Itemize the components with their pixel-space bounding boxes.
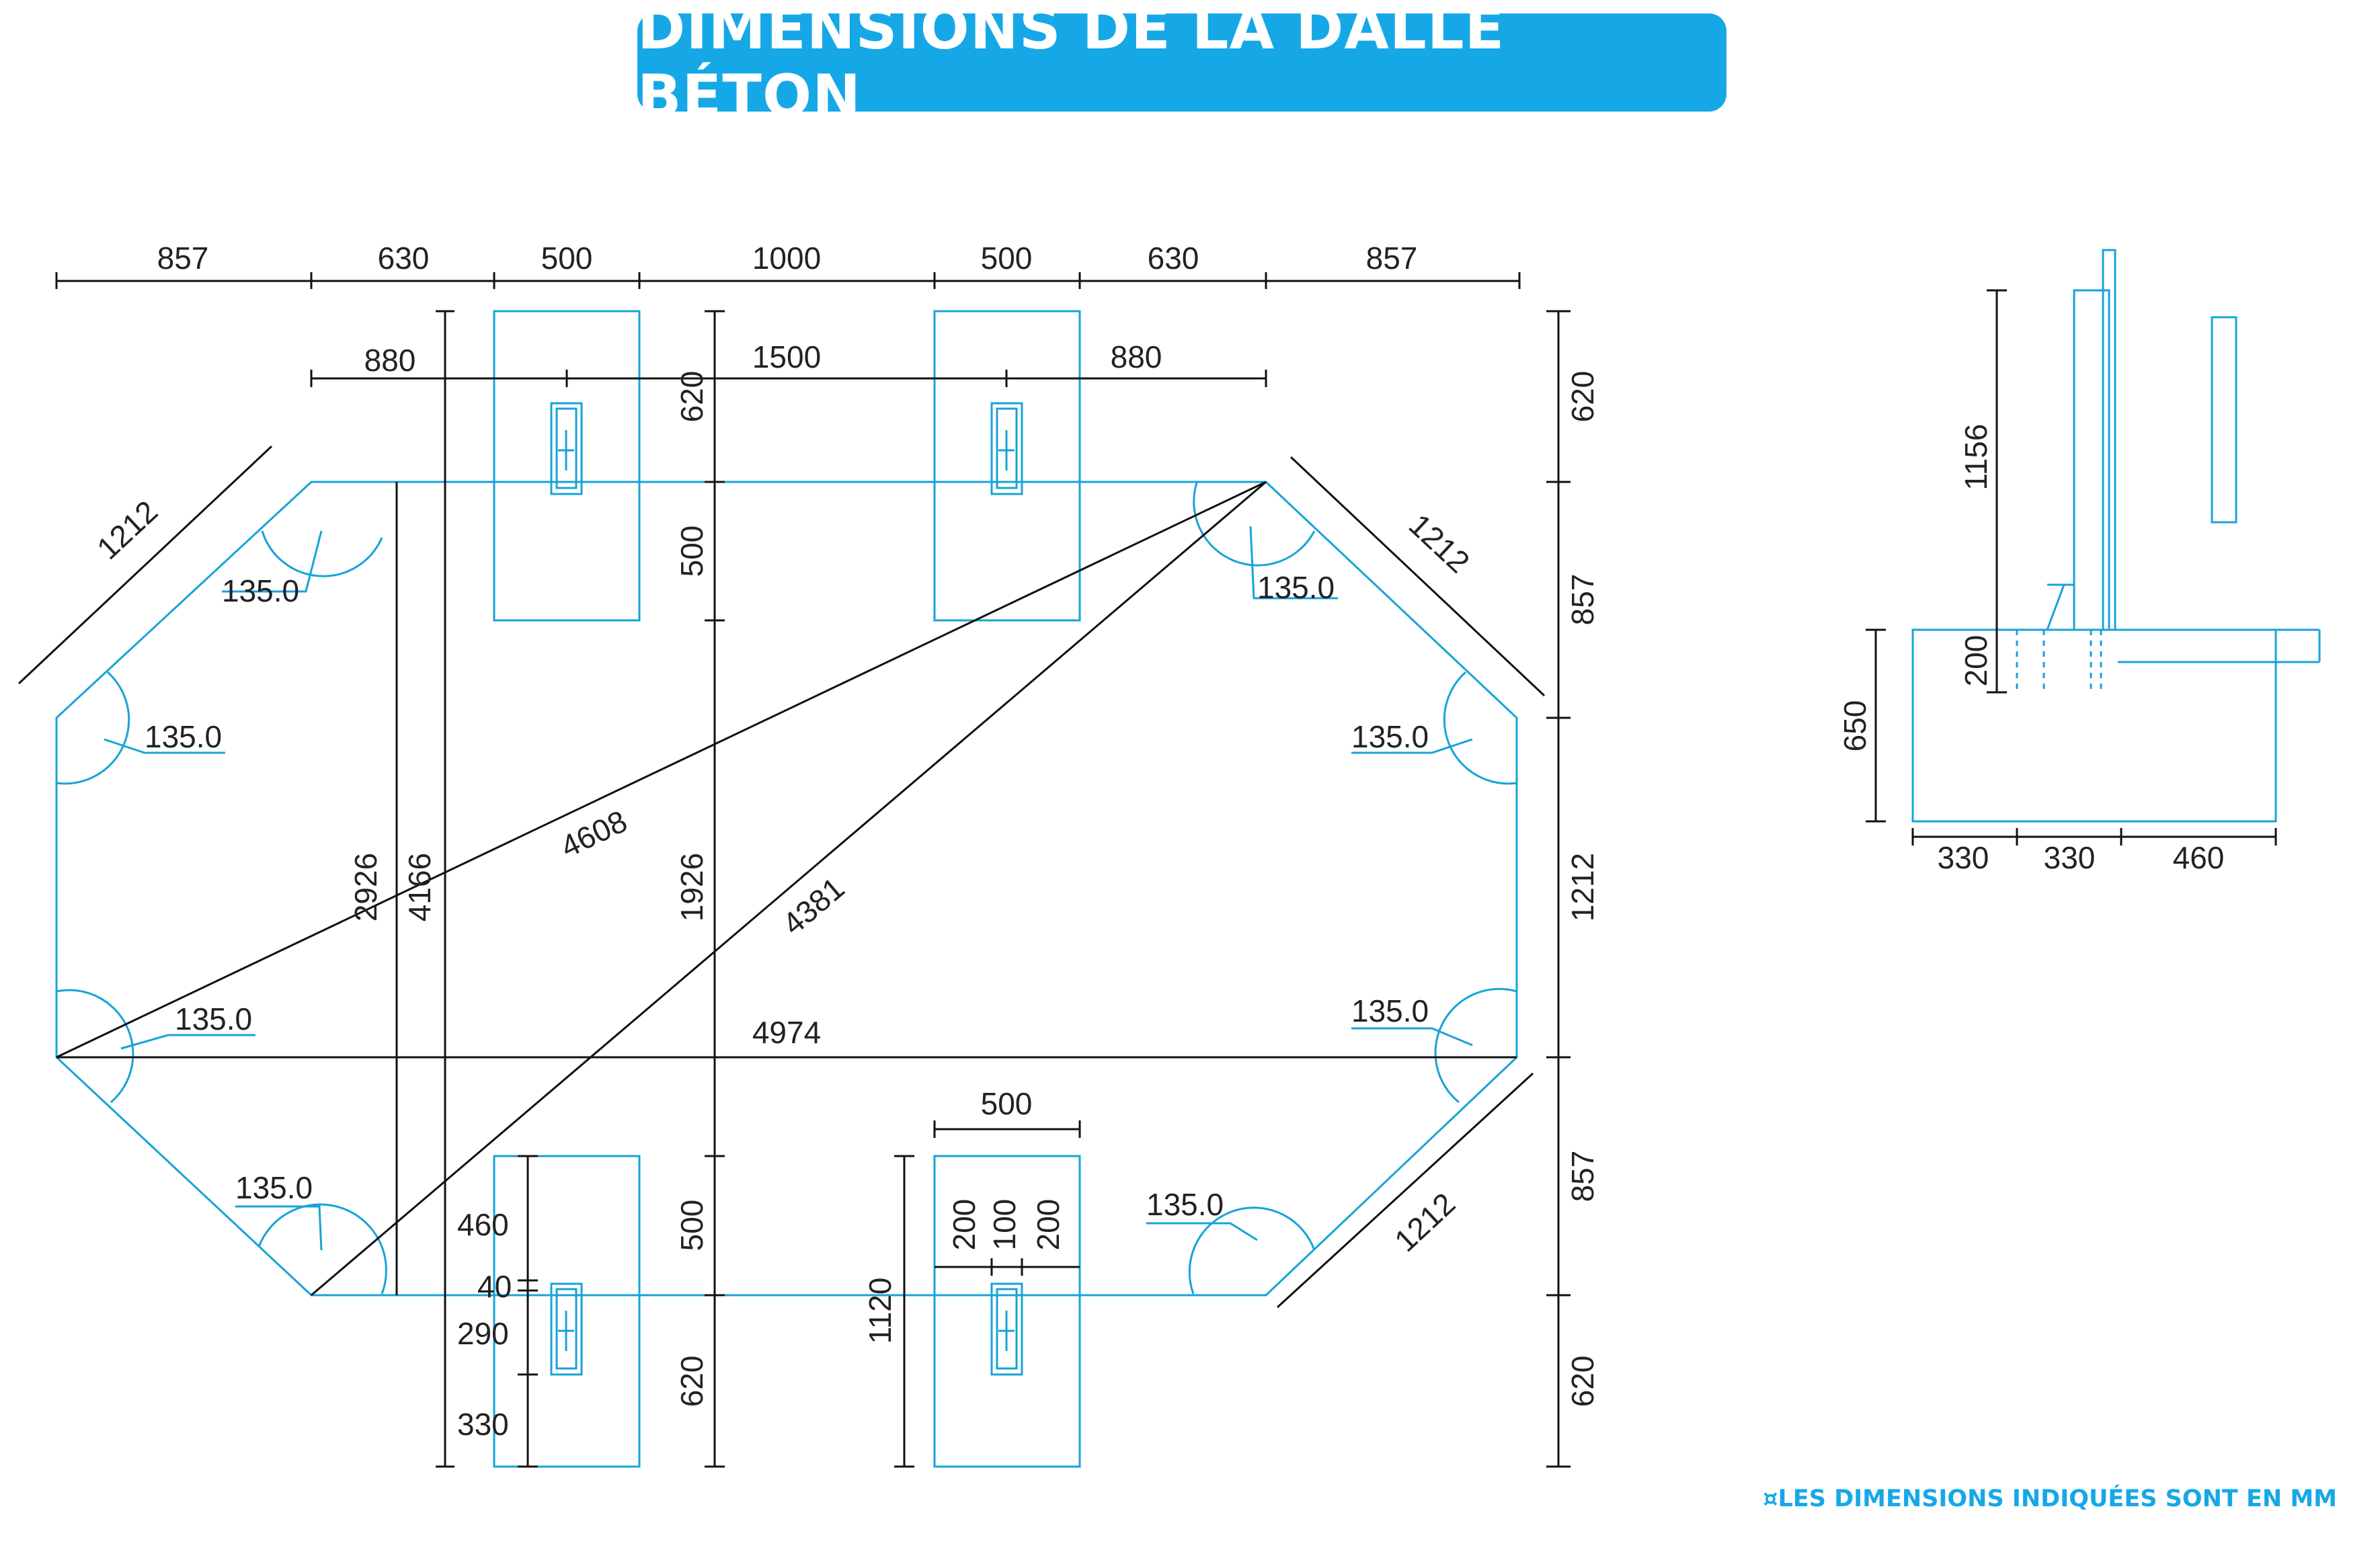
dim-diagonal-4608: 4608 — [555, 803, 633, 864]
pad-top-left — [493, 310, 641, 622]
dim-side-tr: 1212 — [1402, 507, 1476, 579]
section-view: 1156 200 650 330 330 460 — [1837, 249, 2321, 875]
section-dim-w3: 460 — [2173, 840, 2225, 875]
dim-pad-left-2: 40 — [477, 1269, 512, 1304]
pad-bottom-left — [493, 1155, 641, 1468]
angle-label-5: 135.0 — [175, 1001, 252, 1036]
dim-top-4: 1000 — [752, 241, 821, 276]
dimension-lines — [17, 272, 1571, 1468]
title-banner: DIMENSIONS DE LA DALLE BÉTON — [637, 0, 1727, 130]
angle-label-3: 135.0 — [145, 719, 222, 754]
dim-center-3: 1926 — [674, 853, 709, 921]
dim-pad-left-3: 290 — [457, 1316, 509, 1351]
angle-label-4: 135.0 — [1351, 719, 1429, 754]
dim-diagonal-4381: 4381 — [776, 870, 851, 942]
section-dim-1156: 1156 — [1958, 424, 1993, 491]
anchor-plate-top-left — [550, 402, 583, 495]
angle-label-7: 135.0 — [235, 1170, 313, 1205]
dim-pad-bottom-width: 500 — [981, 1086, 1033, 1121]
dim-width-4974: 4974 — [752, 1015, 821, 1050]
pad-bottom-right — [933, 1155, 1081, 1468]
dim-right-4: 857 — [1565, 1151, 1600, 1202]
section-dim-200: 200 — [1958, 635, 1993, 687]
dim-pad-bottom-sub-3: 200 — [1031, 1199, 1066, 1251]
angle-label-1: 135.0 — [222, 573, 299, 608]
section-dim-w2: 330 — [2044, 840, 2096, 875]
dim-top-6: 630 — [1148, 241, 1199, 276]
dim-pad-bottom-height: 1120 — [863, 1278, 898, 1344]
dim-left-4166: 4166 — [402, 853, 437, 921]
angle-label-8: 135.0 — [1146, 1187, 1224, 1222]
dim-right-2: 857 — [1565, 574, 1600, 626]
dim-top-2: 630 — [378, 241, 430, 276]
angle-label-2: 135.0 — [1257, 570, 1335, 605]
anchor-plate-bottom-right — [990, 1282, 1023, 1376]
dim-center-1: 620 — [674, 371, 709, 423]
pad-top-right — [933, 310, 1081, 622]
dim-center-2: 500 — [674, 526, 709, 577]
slab-outline — [55, 481, 1518, 1297]
units-note: ¤LES DIMENSIONS INDIQUÉES SONT EN MM — [1763, 1485, 2337, 1512]
section-dim-w1: 330 — [1938, 840, 1989, 875]
dim-right-3: 1212 — [1565, 853, 1600, 921]
dim-pad-left-4: 330 — [457, 1407, 509, 1442]
dim-second-1: 880 — [364, 343, 416, 378]
dim-second-3: 880 — [1111, 339, 1162, 374]
dim-second-2: 1500 — [752, 339, 821, 374]
dim-top-3: 500 — [541, 241, 593, 276]
dim-center-4: 500 — [674, 1200, 709, 1252]
dim-top-1: 857 — [157, 241, 209, 276]
dim-right-1: 620 — [1565, 371, 1600, 423]
dim-left-2926: 2926 — [348, 853, 383, 921]
anchor-plate-top-right — [990, 402, 1023, 495]
page-title: DIMENSIONS DE LA DALLE BÉTON — [637, 0, 1505, 130]
dim-top-7: 857 — [1366, 241, 1418, 276]
dim-side-tl: 1212 — [90, 493, 164, 566]
dim-center-5: 620 — [674, 1356, 709, 1407]
anchor-plate-bottom-left — [550, 1282, 583, 1376]
dim-pad-bottom-sub-2: 100 — [987, 1199, 1022, 1251]
angle-label-6: 135.0 — [1351, 993, 1429, 1028]
section-dim-650: 650 — [1837, 700, 1872, 752]
dim-pad-bottom-sub-1: 200 — [947, 1199, 982, 1251]
dim-pad-left-1: 460 — [457, 1207, 509, 1242]
angle-arcs — [56, 482, 1517, 1295]
dim-top-5: 500 — [981, 241, 1033, 276]
dim-right-5: 620 — [1565, 1356, 1600, 1407]
